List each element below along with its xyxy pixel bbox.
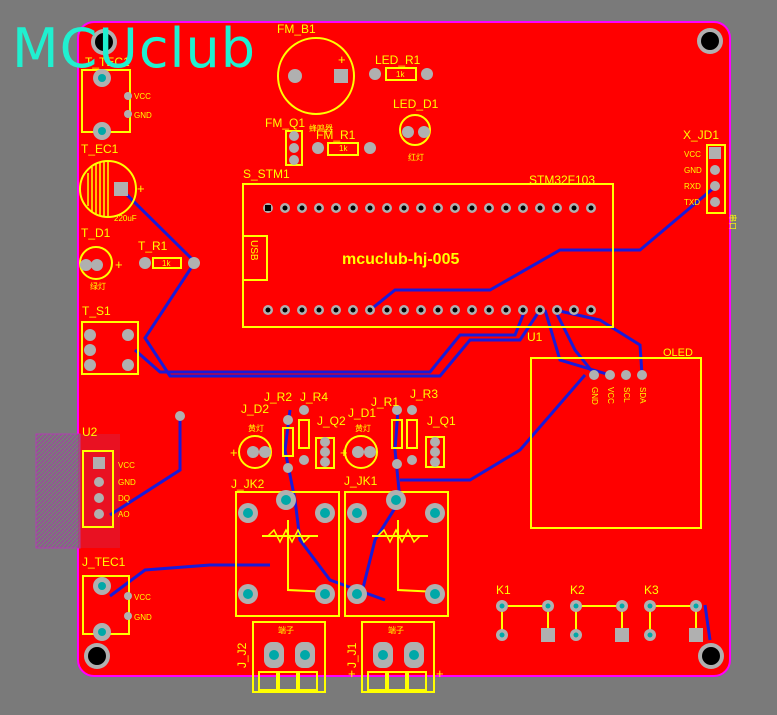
mounting-holes — [84, 28, 724, 669]
designator-fm-r1: FM_R1 — [316, 128, 356, 142]
designator-j-r2: J_R2 — [264, 390, 292, 404]
designator-j-q2: J_Q2 — [317, 414, 346, 428]
designator-s-stm1: S_STM1 — [243, 167, 290, 181]
silk-green-light: 绿灯 — [90, 281, 106, 291]
silk-oled-pin-3: SCL — [622, 387, 631, 403]
silk-u2-pin-4: AO — [118, 510, 130, 519]
silk-vcc-bottom: VCC — [134, 593, 151, 602]
designator-j-r3: J_R3 — [410, 387, 438, 401]
designator-j-d1: J_D1 — [348, 406, 376, 420]
silk-plus-j-j2: + — [436, 666, 444, 681]
silk-vcc-top: VCC — [134, 92, 151, 101]
silk-plus-j-j1: + — [348, 666, 356, 681]
silk-vcc-xjd1: VCC — [684, 150, 701, 159]
designator-k1: K1 — [496, 583, 511, 597]
designator-fm-q1: FM_Q1 — [265, 116, 305, 130]
designator-t-r1: T_R1 — [138, 239, 168, 253]
designator-u1: U1 — [527, 330, 543, 344]
silk-u2-pin-2: GND — [118, 478, 136, 487]
designator-t-d1: T_D1 — [81, 226, 111, 240]
silk-yellow-light-1: 黄灯 — [248, 423, 264, 433]
designator-oled: OLED — [663, 347, 693, 359]
silk-plus-t-d1: + — [115, 257, 123, 272]
silk-port-label: 串口 — [728, 214, 737, 230]
pads — [80, 68, 721, 668]
silk-yellow-light-2: 黄灯 — [355, 423, 371, 433]
silk-oled-pin-2: VCC — [606, 387, 615, 404]
silk-gnd-bottom: GND — [134, 613, 152, 622]
designator-k2: K2 — [570, 583, 585, 597]
silk-red-light: 红灯 — [408, 152, 424, 162]
silk-terminal-j1: 端子 — [388, 625, 404, 635]
silk-oled-pin-4: SDA — [638, 387, 647, 404]
silk-rxd-xjd1: RXD — [684, 182, 701, 191]
silk-oled-pin-1: GND — [590, 387, 599, 405]
designator-j-j2: J_J2 — [235, 642, 249, 668]
silk-buzzer: 蜂鸣器 — [309, 123, 333, 133]
silk-res-fm-r1: 1k — [339, 144, 348, 153]
silk-u2-pin-1: VCC — [118, 461, 135, 470]
mcuclub-logo: MCUclub — [12, 17, 257, 80]
silk-gnd-top: GND — [134, 111, 152, 120]
silk-res-t-r1: 1k — [162, 259, 171, 268]
silk-plus-fm-b1: + — [338, 52, 346, 67]
silk-plus-j-d2: + — [230, 445, 238, 460]
designator-t-s1: T_S1 — [82, 304, 111, 318]
designator-j-j1: J_J1 — [345, 642, 359, 668]
designator-j-q1: J_Q1 — [427, 414, 456, 428]
relay-coil-symbols — [267, 528, 421, 544]
usb-label: USB — [248, 240, 259, 261]
silk-u2-pin-3: DQ — [118, 494, 130, 503]
board-main-label: mcuclub-hj-005 — [342, 251, 459, 268]
designator-t-tec1-top: T_TEC1 — [85, 55, 130, 69]
designator-j-r4: J_R4 — [300, 390, 328, 404]
silk-gnd-xjd1: GND — [684, 166, 702, 175]
designator-j-r1: J_R1 — [371, 395, 399, 409]
designator-led-d1: LED_D1 — [393, 97, 439, 111]
designator-j-jk1: J_JK1 — [344, 474, 378, 488]
u2-keepout-area — [35, 433, 81, 549]
silk-plus-t-ec1: + — [137, 181, 145, 196]
designator-j-jk2: J_JK2 — [231, 477, 265, 491]
designator-led-r1: LED_R1 — [375, 53, 421, 67]
silk-res-led-r1: 1k — [396, 70, 405, 79]
designator-j-d2: J_D2 — [241, 402, 269, 416]
designator-k3: K3 — [644, 583, 659, 597]
mcu-title: STM32F103 — [529, 173, 595, 187]
designator-fm-b1: FM_B1 — [277, 22, 316, 36]
designator-x-jd1: X_JD1 — [683, 128, 719, 142]
silk-plus-j-d1: + — [340, 445, 348, 460]
silk-cap-value: 220uF — [114, 214, 137, 223]
designator-j-tec1: J_TEC1 — [82, 555, 126, 569]
designator-u2: U2 — [82, 425, 98, 439]
designator-t-ec1: T_EC1 — [81, 142, 119, 156]
bottom-traces — [109, 184, 717, 641]
capacitor-stripes — [87, 162, 109, 217]
silk-txd-xjd1: TXD — [684, 198, 700, 207]
silk-terminal-j2: 端子 — [278, 625, 294, 635]
